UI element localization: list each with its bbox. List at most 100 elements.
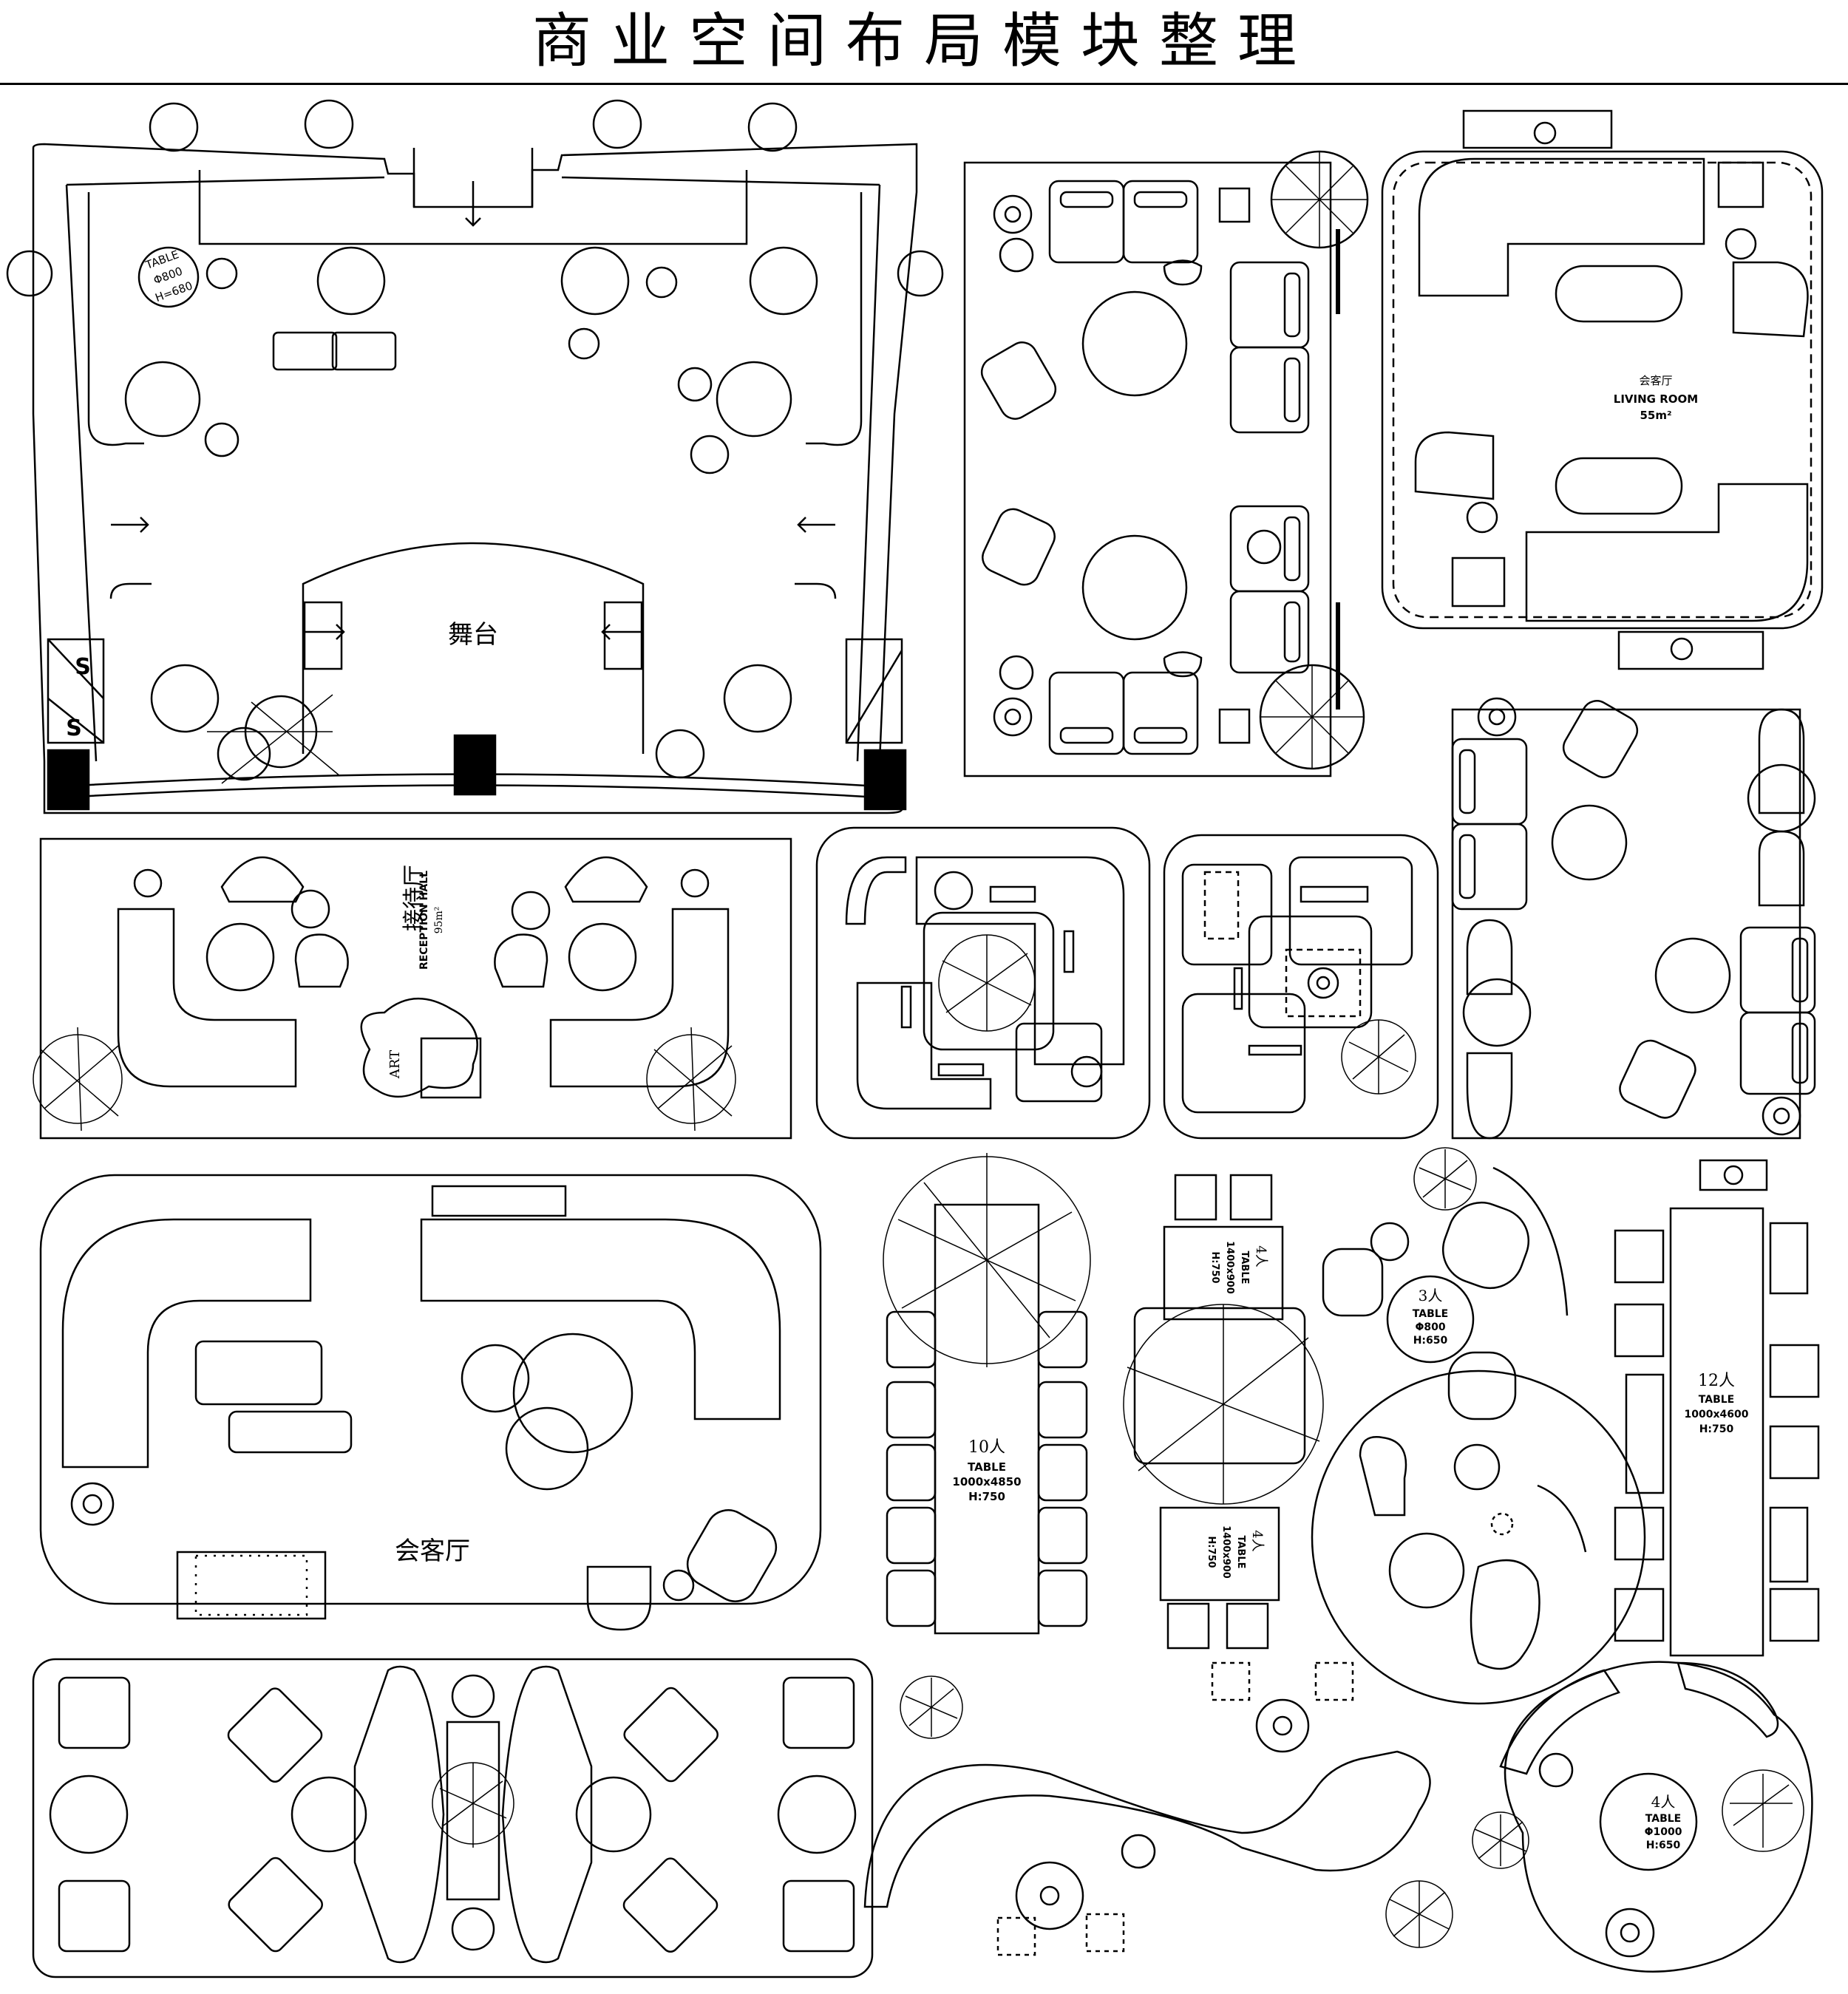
lounge-chair — [1359, 1436, 1407, 1517]
signage-diagonal — [845, 650, 903, 744]
round-table — [316, 246, 386, 316]
planter-box — [1218, 187, 1251, 223]
dining-banquette — [1133, 1307, 1306, 1465]
round-table-surface — [777, 1774, 857, 1854]
coffee-table — [1081, 534, 1188, 641]
palm-fronds — [653, 1027, 733, 1132]
dining-chair — [1037, 1381, 1088, 1439]
side-table — [999, 237, 1034, 273]
palm-plant — [646, 1034, 736, 1124]
lounge-chair — [1322, 1248, 1384, 1317]
curved-screen — [1537, 1484, 1587, 1553]
stool-square — [1314, 1661, 1354, 1701]
desk-chair — [1248, 1044, 1302, 1056]
living-room-chair — [1732, 261, 1809, 338]
curved-bar-module — [863, 1661, 1453, 1956]
desk-cluster — [923, 911, 1055, 1051]
curved-sofa — [1677, 1661, 1779, 1738]
floor-lamp — [133, 868, 163, 898]
dining-chair — [1614, 1229, 1665, 1284]
office-pod-b-module — [1163, 834, 1439, 1140]
round-four-spec-line: H:650 — [1646, 1840, 1681, 1851]
living-room-chair — [1414, 431, 1495, 500]
dining-table-spec-line: TABLE — [1235, 1536, 1246, 1569]
desk-chair — [900, 985, 912, 1029]
meeting-room-console — [431, 1185, 567, 1217]
dining-chair — [1614, 1303, 1665, 1358]
side-table — [999, 655, 1034, 690]
round-table — [749, 246, 818, 316]
dining-table-spec-line: H:750 — [1209, 1251, 1220, 1283]
lounge-chair — [982, 508, 1056, 586]
dining-table-people: 4人 — [1249, 1530, 1265, 1551]
dining-chair — [1037, 1443, 1088, 1502]
dining-chair — [1166, 1602, 1210, 1650]
desk-surface — [1181, 863, 1273, 966]
lounge-grid-module — [963, 150, 1369, 777]
lounge-chair — [980, 341, 1057, 420]
meeting-room-boundary — [39, 1174, 822, 1605]
speaker-block — [453, 734, 497, 796]
desk-chair — [1233, 967, 1243, 1010]
reception-en-label: RECEPTION HALL — [418, 871, 430, 970]
armchair-cushion — [1283, 516, 1301, 582]
armchair-cushion — [1791, 937, 1809, 1003]
floor-lamp — [70, 1482, 115, 1526]
coffee-table — [461, 1344, 530, 1413]
armchair — [1048, 180, 1125, 264]
reception-chair — [494, 933, 548, 988]
dining-chair — [1769, 1588, 1820, 1642]
stool-circle — [205, 257, 238, 290]
reception-area: 95m² — [433, 907, 445, 934]
desk-chair — [1063, 930, 1075, 973]
twelve-table-module: 12人 TABLE 1000x4600 H:750 — [1614, 1159, 1820, 1657]
coffee-table — [291, 1776, 367, 1853]
lounge-grid-boundary — [963, 161, 1332, 777]
armchair — [1122, 180, 1199, 264]
high-table-core — [1039, 1885, 1060, 1906]
coffee-table — [205, 922, 275, 992]
living-room-module: 会客厅 LIVING ROOM 55m² — [1381, 109, 1824, 670]
signage-panel — [845, 638, 903, 744]
round-seat — [1747, 763, 1816, 833]
armchair-cushion — [1458, 749, 1476, 814]
stool-circle — [645, 266, 678, 299]
pouf — [1163, 259, 1203, 286]
coffee-table — [1551, 804, 1628, 881]
dining-chair — [1037, 1569, 1088, 1627]
stage-hall-outer-wall — [32, 143, 918, 814]
shrub-branches — [1348, 1020, 1409, 1094]
round-table — [560, 246, 630, 316]
floor-lamp-core — [1004, 205, 1022, 223]
desk-lamp — [1307, 967, 1339, 999]
dining-chair — [1174, 1174, 1217, 1221]
coffee-table — [568, 922, 637, 992]
long-table-spec-line: H:750 — [968, 1490, 1005, 1503]
floor-lamp — [1490, 1512, 1514, 1536]
palm-fronds — [40, 1027, 119, 1132]
column-circle — [747, 102, 798, 152]
seated-person-head — [1246, 529, 1282, 565]
round-four-module: 4人 TABLE Φ1000 H:650 — [1472, 1661, 1813, 1973]
armchair — [1048, 671, 1125, 755]
round-table-surface — [1388, 1532, 1465, 1609]
round-three-spec-line: H:650 — [1413, 1335, 1448, 1347]
office-pod-boundary — [815, 826, 1151, 1140]
side-chair — [1466, 1052, 1513, 1140]
floor-lamp — [1762, 1096, 1801, 1136]
dining-chair — [1769, 1425, 1820, 1480]
signage-panel — [47, 638, 105, 744]
floor-lamp-core — [1488, 708, 1506, 726]
stage-hall-entry — [412, 148, 534, 227]
armchair — [623, 1687, 719, 1783]
armchair-cushion — [1059, 191, 1114, 208]
armchair — [228, 1857, 323, 1953]
floor-lamp — [993, 194, 1033, 234]
armchair — [227, 1687, 323, 1783]
reception-chair — [220, 856, 305, 903]
curved-screen — [1492, 1166, 1569, 1316]
living-room-console — [1617, 630, 1764, 670]
console-lamp — [1670, 637, 1694, 661]
round-seat — [1462, 978, 1532, 1047]
round-three-spec-line: TABLE — [1413, 1308, 1448, 1320]
